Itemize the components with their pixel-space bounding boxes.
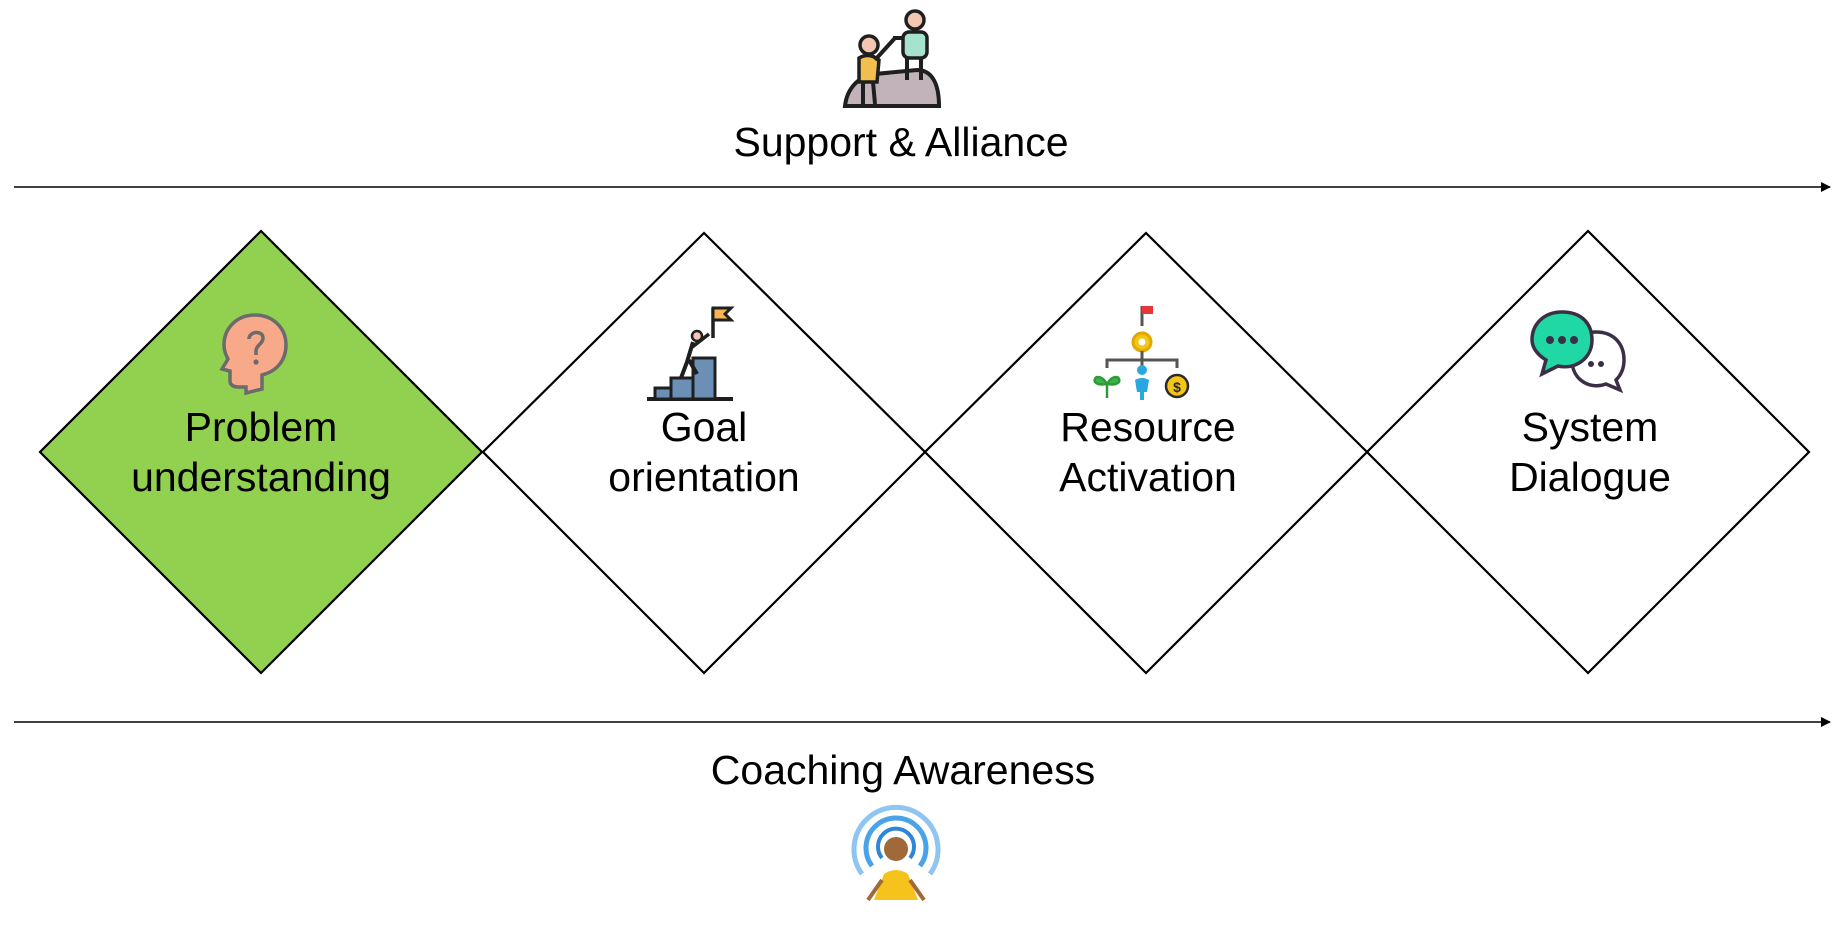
stage-label-resource-line2: Activation: [1059, 454, 1237, 500]
stage-diamond-system-dialogue: [1365, 229, 1811, 675]
stage-diamond-goal-orientation: [481, 231, 927, 675]
goal-flag-climb-icon: [647, 306, 735, 401]
stage-label-resource-line1: Resource: [1060, 404, 1235, 450]
awareness-broadcast-icon: [851, 804, 941, 902]
speech-bubbles-icon: [1530, 310, 1626, 394]
stage-label-goal-line1: Goal: [661, 404, 748, 450]
svg-text:$: $: [1173, 379, 1181, 395]
top-label: Support & Alliance: [733, 119, 1068, 165]
stage-label-system-line2: Dialogue: [1509, 454, 1671, 500]
support-climb-icon: [842, 9, 942, 108]
stage-diamond-problem-understanding: [38, 229, 484, 675]
stage-label-goal-line2: orientation: [608, 454, 799, 500]
stage-label-system-line1: System: [1522, 404, 1659, 450]
bottom-label: Coaching Awareness: [711, 747, 1095, 793]
question-head-icon: [219, 313, 288, 396]
stage-label-problem-line2: understanding: [131, 454, 391, 500]
resource-network-icon: $: [1093, 306, 1190, 400]
stage-diamond-resource-activation: [923, 231, 1369, 675]
stage-label-problem-line1: Problem: [185, 404, 338, 450]
